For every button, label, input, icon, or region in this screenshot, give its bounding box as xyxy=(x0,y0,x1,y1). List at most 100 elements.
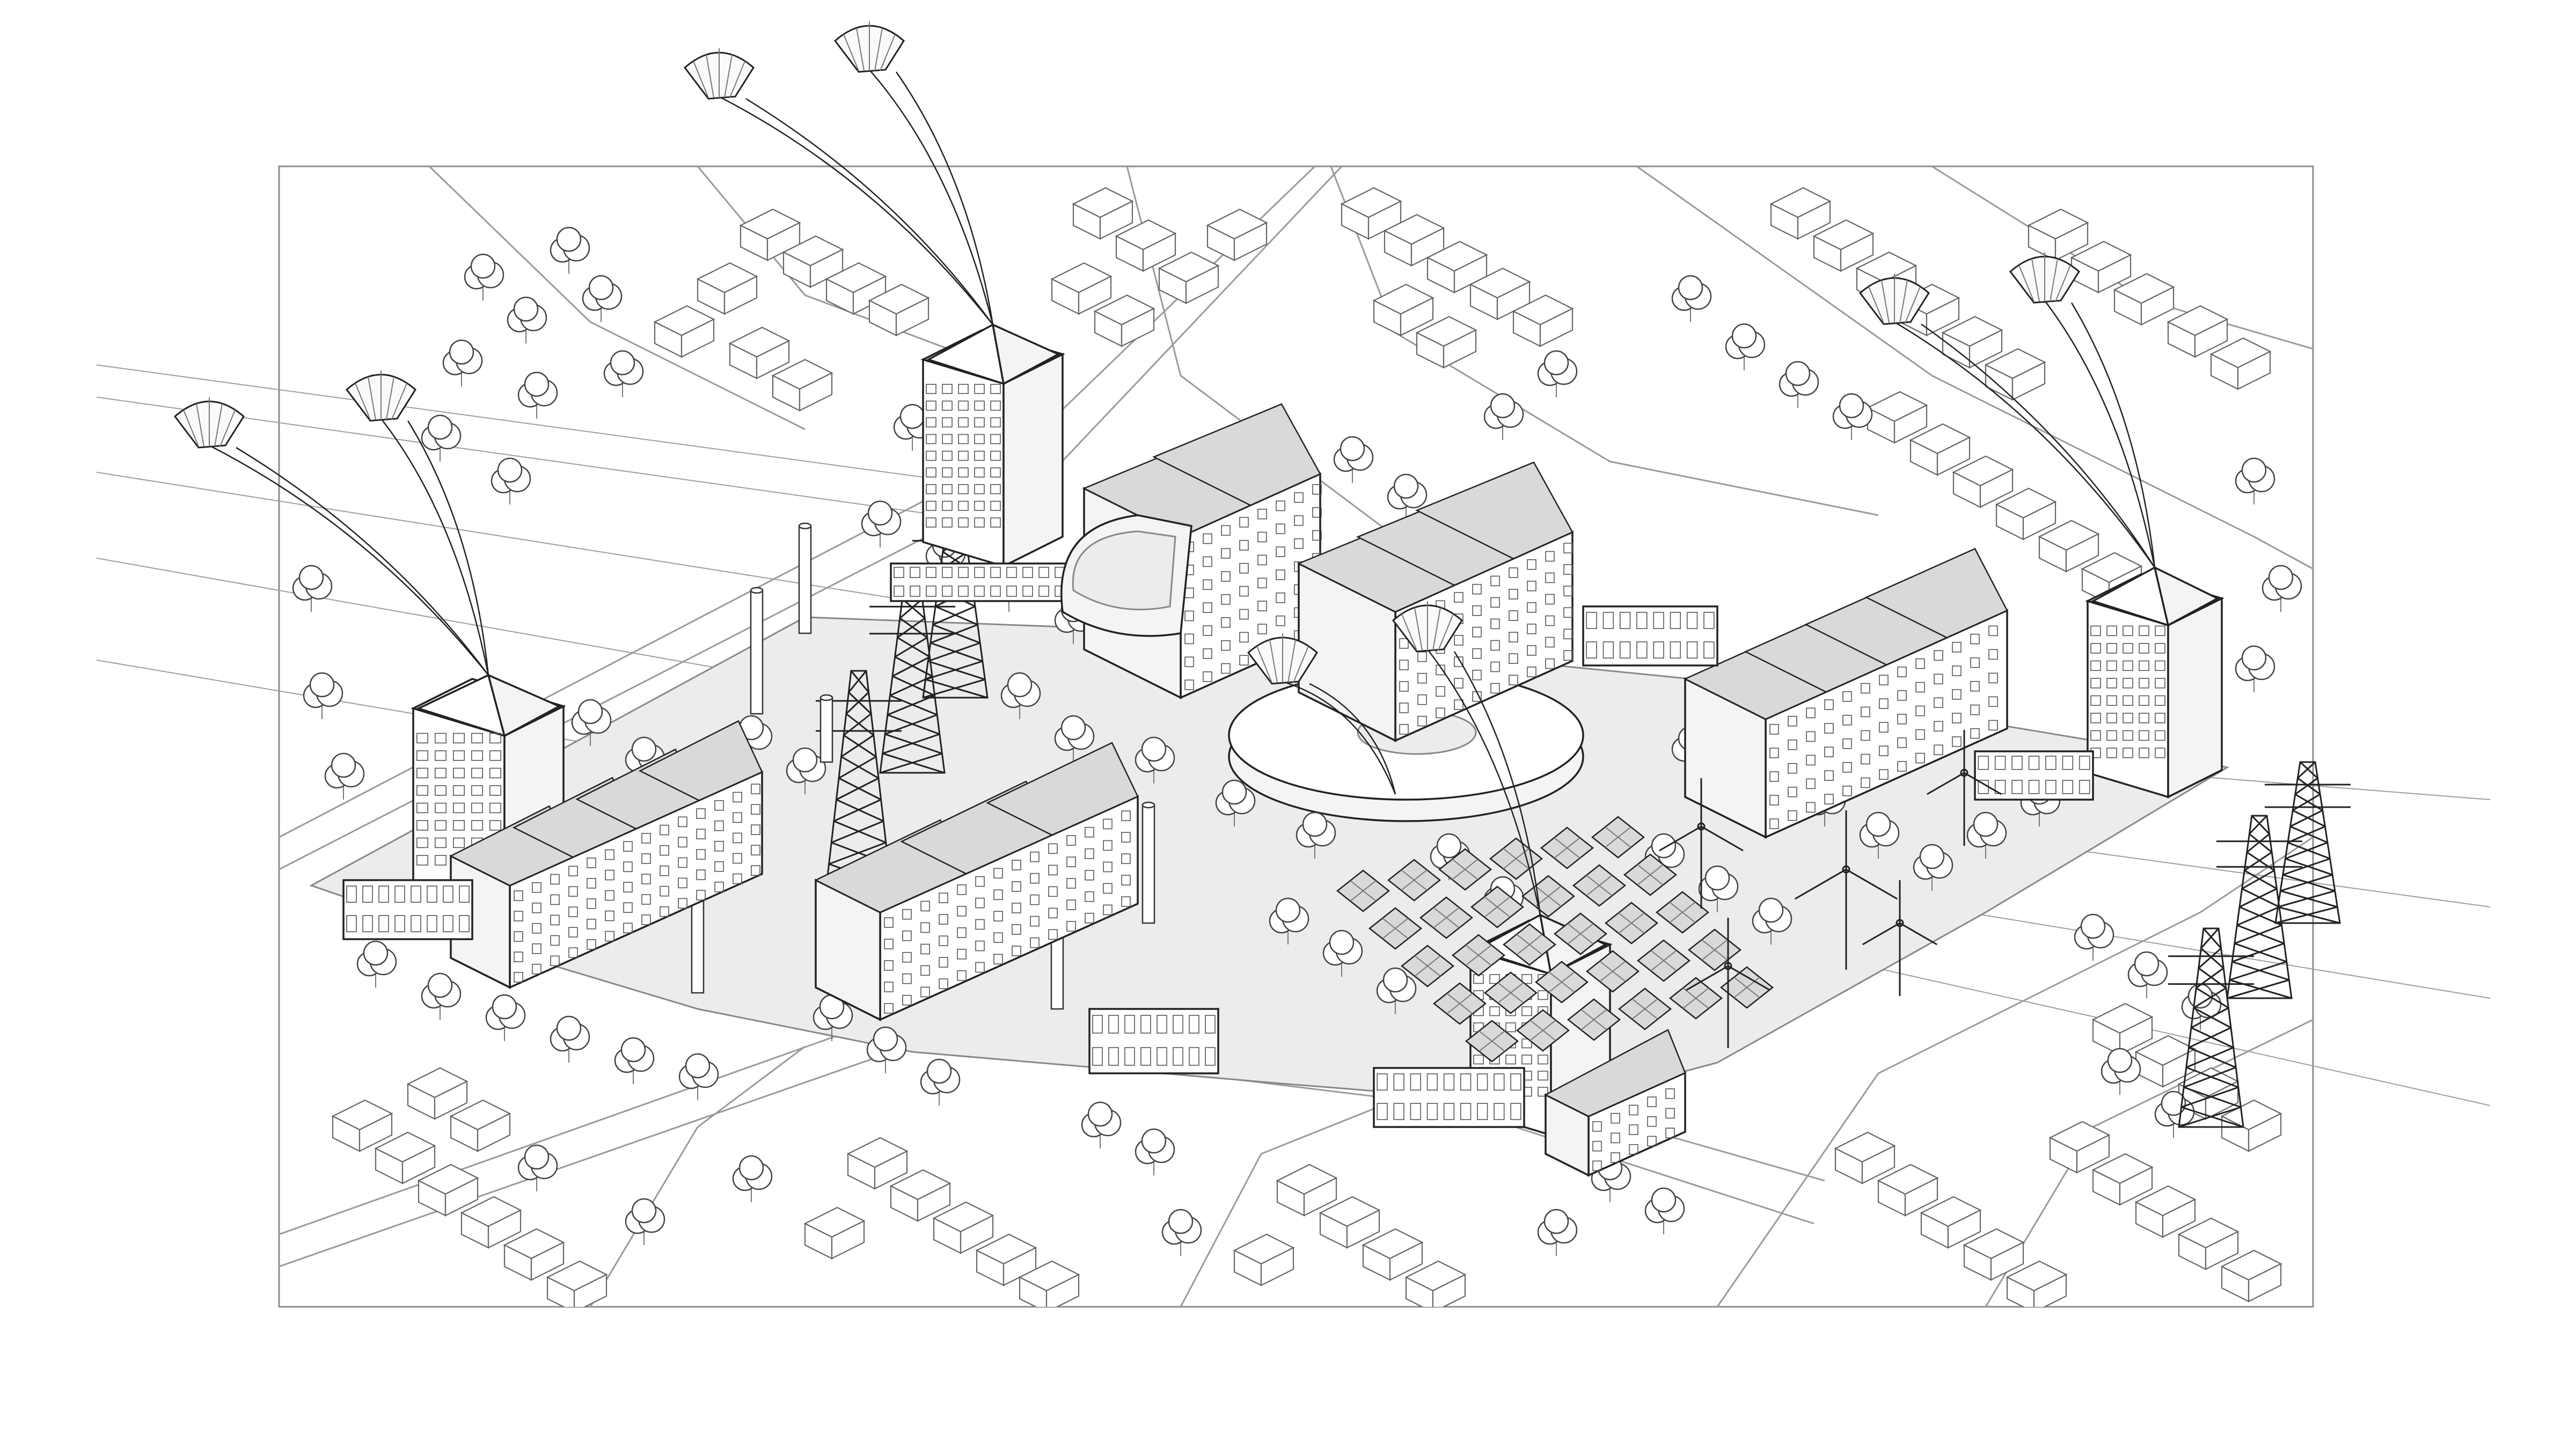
house xyxy=(1963,1228,2025,1281)
solar-tracker xyxy=(1387,859,1441,902)
tree xyxy=(2101,1048,2141,1095)
solar-tracker xyxy=(1432,982,1487,1025)
solar-tracker xyxy=(1553,912,1608,955)
house xyxy=(1383,214,1445,267)
solar-tracker xyxy=(1572,864,1627,907)
house xyxy=(1206,208,1268,261)
solar-tracker xyxy=(1465,1020,1519,1063)
solar-tracker xyxy=(1585,950,1640,993)
house xyxy=(2048,1121,2111,1174)
house xyxy=(1404,1260,1467,1307)
tree xyxy=(1135,736,1175,784)
tree xyxy=(491,457,531,504)
tree xyxy=(1644,1187,1685,1234)
house xyxy=(2220,1099,2282,1152)
tree xyxy=(1161,1209,1202,1256)
house xyxy=(1877,1163,1939,1217)
tree xyxy=(1966,811,2007,859)
house xyxy=(1469,267,1531,320)
tree xyxy=(421,972,462,1020)
house xyxy=(1362,1228,1424,1281)
tree xyxy=(1000,672,1041,719)
house xyxy=(846,1137,909,1190)
house xyxy=(1952,455,2014,508)
tree xyxy=(2235,457,2275,504)
tree xyxy=(1698,865,1739,912)
energy-kite-5 xyxy=(1247,633,1396,795)
house xyxy=(1512,294,1574,347)
tree xyxy=(1483,393,1524,440)
house xyxy=(1909,423,1971,476)
solar-tracker-field xyxy=(1336,816,1774,1063)
block-northeast xyxy=(1297,461,1574,742)
tree xyxy=(2235,645,2275,692)
house xyxy=(449,1099,511,1152)
energy-kite-1 xyxy=(173,397,489,676)
house xyxy=(803,1206,866,1260)
solar-tracker xyxy=(1668,977,1723,1020)
solar-tracker xyxy=(1483,971,1538,1014)
neighbourhood-houses xyxy=(331,187,2282,1307)
house xyxy=(2167,305,2229,358)
tree xyxy=(550,1015,590,1063)
house xyxy=(2070,240,2132,294)
house xyxy=(1834,1131,1896,1184)
house xyxy=(2209,337,2272,390)
wind-turbines xyxy=(1659,730,2002,1048)
house xyxy=(2091,1002,2154,1056)
house xyxy=(1995,487,2057,540)
solar-tracker xyxy=(1470,885,1525,928)
house xyxy=(1920,1196,1982,1249)
house xyxy=(406,1067,469,1120)
house xyxy=(696,262,758,315)
energy-kites xyxy=(173,21,2156,916)
house xyxy=(1372,283,1435,336)
house xyxy=(932,1201,994,1254)
tree xyxy=(356,940,397,987)
tree xyxy=(442,339,483,386)
tree xyxy=(1269,897,1309,945)
solar-tracker xyxy=(1534,961,1589,1004)
tree xyxy=(1333,436,1374,483)
tree xyxy=(1296,811,1336,859)
tree xyxy=(866,1026,907,1073)
wind-turbine-2 xyxy=(1794,810,1898,970)
tree xyxy=(517,371,558,419)
energy-kite-4 xyxy=(833,21,994,325)
tree xyxy=(786,747,826,794)
tree xyxy=(1725,323,1766,370)
house xyxy=(771,358,833,412)
solar-tracker xyxy=(1604,902,1659,945)
slab-west xyxy=(449,720,763,989)
house xyxy=(2091,1153,2154,1206)
tree xyxy=(920,1058,961,1106)
tree xyxy=(507,296,547,343)
house xyxy=(1158,251,1220,304)
house xyxy=(503,1228,565,1281)
house xyxy=(1018,1260,1080,1307)
tree xyxy=(1135,1128,1175,1175)
block-east xyxy=(1684,547,2008,839)
tree xyxy=(2262,565,2302,612)
house xyxy=(1426,240,1488,294)
tree xyxy=(1376,967,1417,1014)
house xyxy=(2038,519,2100,573)
house xyxy=(546,1260,608,1307)
wind-turbine-1 xyxy=(1659,778,1744,909)
slab-south xyxy=(814,742,1139,1021)
house xyxy=(739,208,801,261)
house xyxy=(2113,273,2175,326)
tree xyxy=(1859,811,1900,859)
house xyxy=(1769,187,1832,240)
tree xyxy=(517,1144,558,1191)
tree xyxy=(1537,1209,1578,1256)
house xyxy=(1115,219,1177,272)
house xyxy=(1233,1233,1295,1286)
house xyxy=(417,1163,479,1217)
energy-kite-6 xyxy=(1392,601,1541,916)
house xyxy=(2134,1185,2197,1238)
solar-tracker xyxy=(1636,939,1691,982)
podium-1 xyxy=(342,879,473,940)
slab-small-south xyxy=(1544,1029,1686,1177)
house xyxy=(1340,187,1402,240)
